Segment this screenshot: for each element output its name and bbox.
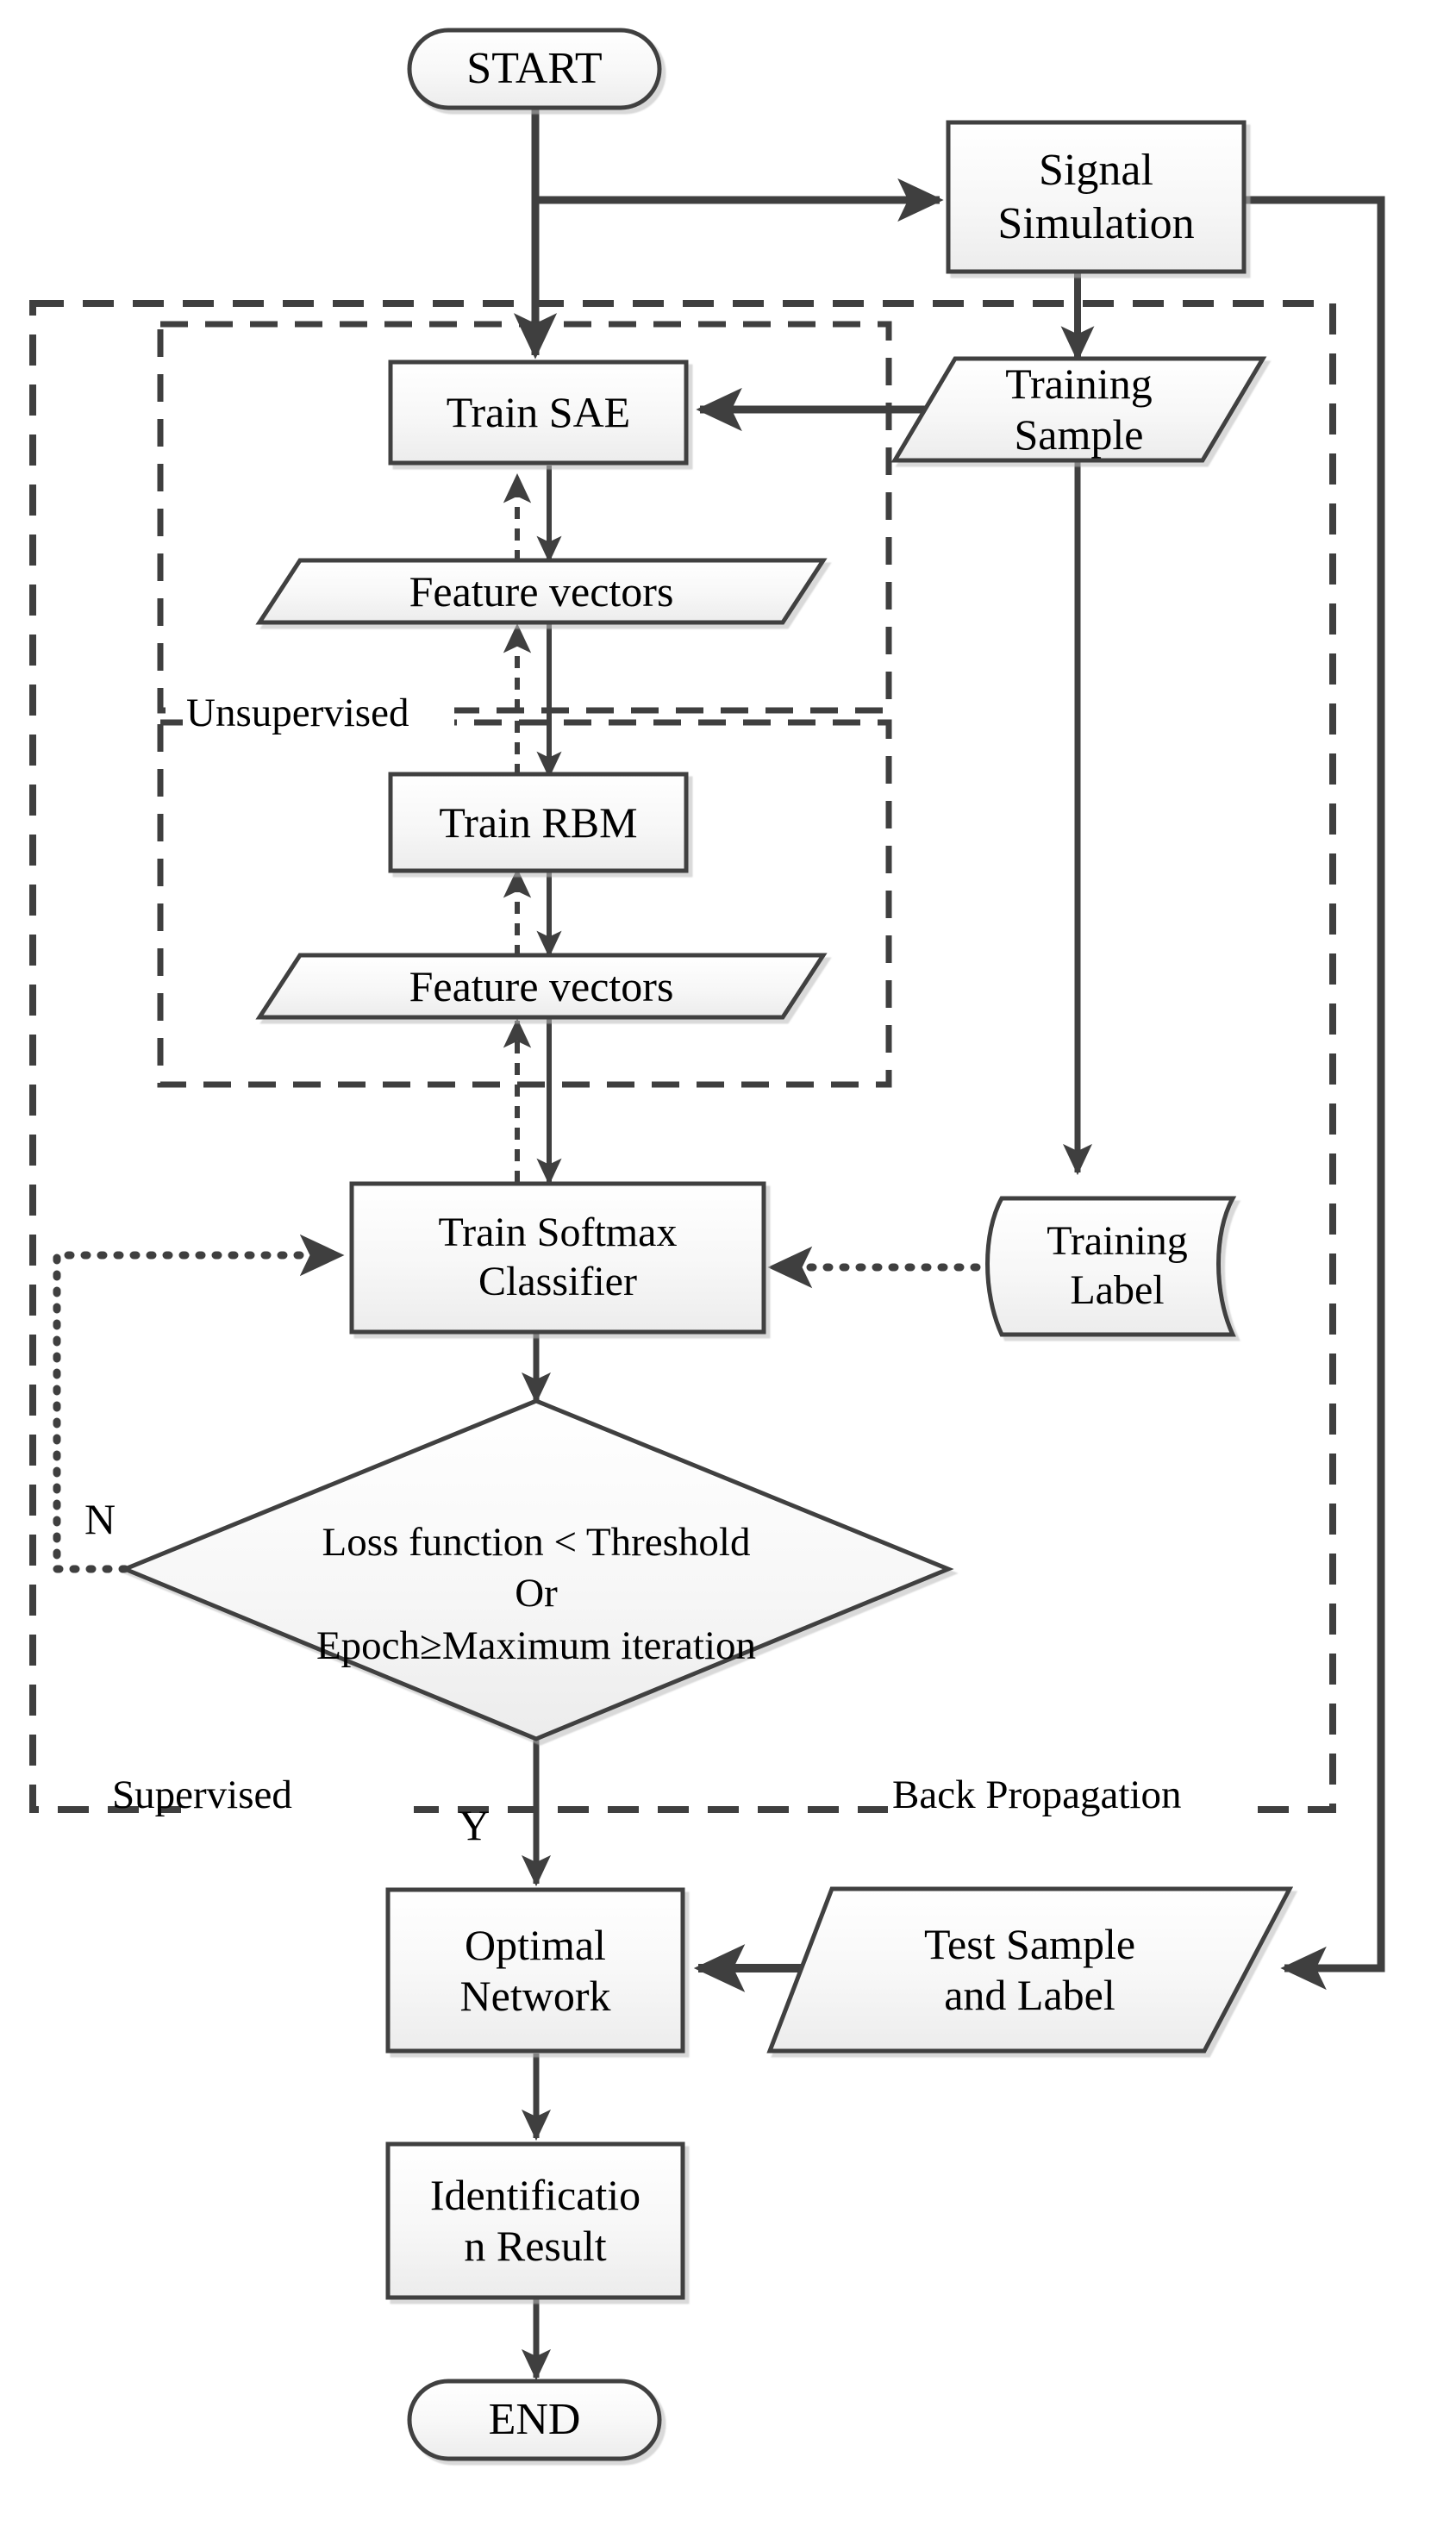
node-train-rbm-hit[interactable] <box>391 774 686 871</box>
edge-start-to-signal-simulation <box>531 103 944 222</box>
edge-label-no: N <box>84 1495 116 1543</box>
node-decision-hit[interactable] <box>125 1401 948 1739</box>
group-unsupervised-label: Unsupervised <box>186 691 409 735</box>
group-supervised-label: Supervised <box>112 1772 292 1817</box>
node-train-sae-hit[interactable] <box>391 362 686 463</box>
node-training-label <box>985 1196 1237 1337</box>
group-unsupervised-rbm <box>157 719 892 1088</box>
edge-signal-simulation-to-test-sample <box>1112 196 1385 1991</box>
node-decision <box>119 1398 954 1741</box>
node-start-hit[interactable] <box>409 30 659 108</box>
node-training-sample <box>890 356 1267 463</box>
node-training-sample-hit[interactable] <box>895 359 1263 460</box>
edge-label-yes: Y <box>459 1801 491 1849</box>
node-test-sample-hit[interactable] <box>770 1889 1290 2051</box>
node-test-sample <box>766 1886 1294 2054</box>
node-end <box>407 2379 662 2461</box>
node-training-label-hit[interactable] <box>983 1198 1250 1335</box>
node-train-softmax <box>349 1181 766 1335</box>
node-optimal-network <box>385 1887 685 2054</box>
node-end-hit[interactable] <box>409 2381 659 2459</box>
node-feature-vectors-1-hit[interactable] <box>259 560 823 622</box>
node-feature-vectors-2-hit[interactable] <box>259 955 823 1017</box>
node-identification-result-hit[interactable] <box>388 2144 683 2298</box>
edge-decision-no-to-train-softmax <box>53 1234 345 1573</box>
node-feature-vectors-1 <box>255 558 828 625</box>
node-feature-vectors-2 <box>255 953 828 1020</box>
node-train-rbm <box>388 772 689 873</box>
node-train-sae <box>388 359 689 466</box>
group-back-propagation-label: Back Propagation <box>892 1772 1182 1817</box>
node-identification-result <box>385 2141 685 2300</box>
node-optimal-network-hit[interactable] <box>388 1890 683 2051</box>
node-train-softmax-hit[interactable] <box>352 1184 764 1332</box>
node-signal-simulation <box>946 120 1247 274</box>
group-back-propagation <box>29 300 1336 1813</box>
node-start <box>407 28 662 110</box>
node-signal-simulation-hit[interactable] <box>948 122 1244 272</box>
